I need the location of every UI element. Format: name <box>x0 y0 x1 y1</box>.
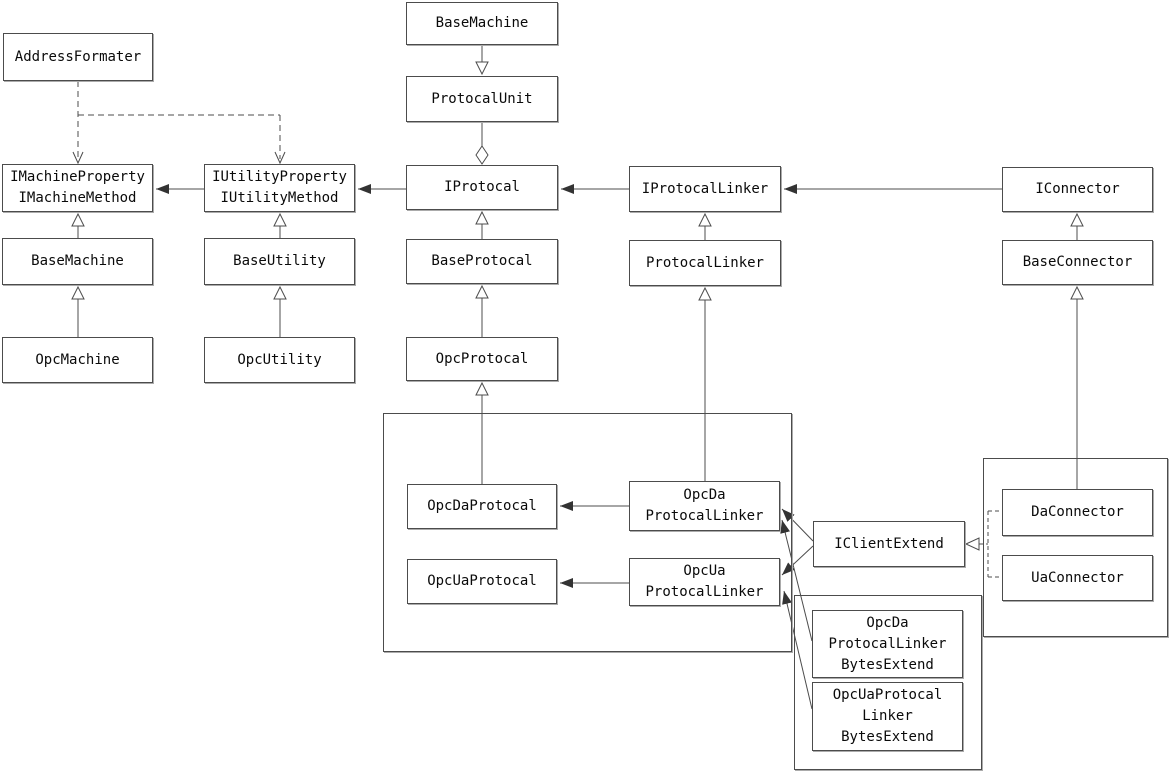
class-box-iclientextend[interactable]: IClientExtend <box>813 521 965 567</box>
class-box-iutilityproperty[interactable]: IUtilityProperty IUtilityMethod <box>204 164 355 212</box>
class-label: AddressFormater <box>14 48 142 65</box>
class-label: OpcDa ProtocalLinker <box>645 487 764 524</box>
class-box-baseutility[interactable]: BaseUtility <box>204 238 355 285</box>
class-box-opcuaprotocal[interactable]: OpcUaProtocal <box>407 559 557 604</box>
class-box-protocallinker[interactable]: ProtocalLinker <box>629 240 781 286</box>
class-box-opcda-protocallinker[interactable]: OpcDa ProtocalLinker <box>629 481 780 531</box>
class-label: BaseMachine <box>31 253 124 269</box>
class-label: IProtocal <box>444 179 520 195</box>
class-label: IUtilityProperty IUtilityMethod <box>212 169 347 206</box>
class-label: ProtocalUnit <box>431 90 533 107</box>
generalization-triangle <box>475 210 489 225</box>
class-label: IClientExtend <box>834 535 944 552</box>
edge-iclientextend-opcdalinker <box>781 508 814 542</box>
generalization-triangle <box>698 212 712 227</box>
class-box-opcua-protocallinker-bytesextend[interactable]: OpcUaProtocal Linker BytesExtend <box>812 682 963 751</box>
class-box-opcprotocal[interactable]: OpcProtocal <box>406 337 558 381</box>
class-label: OpcUaProtocal Linker BytesExtend <box>832 687 943 745</box>
class-box-uaconnector[interactable]: UaConnector <box>1002 555 1153 601</box>
edge-opcdabytesextend-opcdalinker <box>780 519 813 642</box>
class-label: OpcUtility <box>237 351 322 368</box>
class-label: OpcMachine <box>35 351 120 368</box>
generalization-triangle <box>71 285 85 300</box>
class-label: OpcUa ProtocalLinker <box>645 563 764 600</box>
generalization-triangle <box>475 284 489 299</box>
generalization-triangle <box>71 212 85 227</box>
generalization-triangle <box>1070 212 1084 227</box>
generalization-triangle <box>698 286 712 301</box>
realization-triangle-left <box>964 537 980 551</box>
group-opc-protocal-linkers[interactable] <box>383 413 792 652</box>
class-label: BaseConnector <box>1022 254 1133 270</box>
class-label: IConnector <box>1035 181 1120 197</box>
class-label: BaseProtocal <box>431 253 533 269</box>
aggregation-diamond <box>475 145 489 165</box>
group-connectors[interactable] <box>983 458 1168 637</box>
edge-opcuabytesextend-opcualinker <box>782 590 813 710</box>
class-box-opcutility[interactable]: OpcUtility <box>204 337 355 383</box>
class-box-opcda-protocallinker-bytesextend[interactable]: OpcDa ProtocalLinker BytesExtend <box>812 610 963 678</box>
class-label: ProtocalLinker <box>645 254 764 271</box>
class-box-daconnector[interactable]: DaConnector <box>1002 489 1153 536</box>
generalization-triangle <box>475 381 489 396</box>
generalization-triangle <box>1070 285 1084 300</box>
class-box-basemachine-top[interactable]: BaseMachine <box>406 2 558 45</box>
generalization-triangle-down <box>475 61 489 76</box>
class-label: UaConnector <box>1031 569 1124 586</box>
group-bytes-extend[interactable] <box>794 595 982 770</box>
class-label: DaConnector <box>1031 504 1124 520</box>
class-label: OpcDa ProtocalLinker BytesExtend <box>828 614 947 673</box>
class-label: OpcDaProtocal <box>427 498 537 514</box>
class-box-iprotocal[interactable]: IProtocal <box>406 165 558 210</box>
generalization-triangle <box>273 285 287 300</box>
class-box-baseconnector[interactable]: BaseConnector <box>1002 240 1153 285</box>
class-label: BaseUtility <box>233 253 326 269</box>
class-label: OpcProtocal <box>435 350 529 367</box>
class-box-iconnector[interactable]: IConnector <box>1002 167 1153 212</box>
class-box-opcmachine[interactable]: OpcMachine <box>2 337 153 383</box>
class-box-baseprotocal[interactable]: BaseProtocal <box>406 239 558 284</box>
class-box-addressformater[interactable]: AddressFormater <box>3 33 153 81</box>
class-label: IProtocalLinker <box>641 180 769 197</box>
class-label: IMachineProperty IMachineMethod <box>10 169 145 206</box>
dependency-arrowhead-iutility <box>274 151 286 165</box>
generalization-triangle <box>273 212 287 227</box>
class-box-imachineproperty[interactable]: IMachineProperty IMachineMethod <box>2 164 153 212</box>
class-box-iprotocallinker[interactable]: IProtocalLinker <box>629 166 781 212</box>
edge-iclientextend-opcualinker <box>781 545 814 576</box>
dependency-arrowhead-imachine <box>72 151 84 165</box>
class-label: OpcUaProtocal <box>427 573 537 589</box>
class-label: BaseMachine <box>435 15 529 31</box>
class-box-opcdaprotocal[interactable]: OpcDaProtocal <box>407 484 557 529</box>
class-box-basemachine-left[interactable]: BaseMachine <box>2 238 153 285</box>
class-box-opcua-protocallinker[interactable]: OpcUa ProtocalLinker <box>629 558 780 606</box>
class-box-protocalunit[interactable]: ProtocalUnit <box>406 76 558 122</box>
